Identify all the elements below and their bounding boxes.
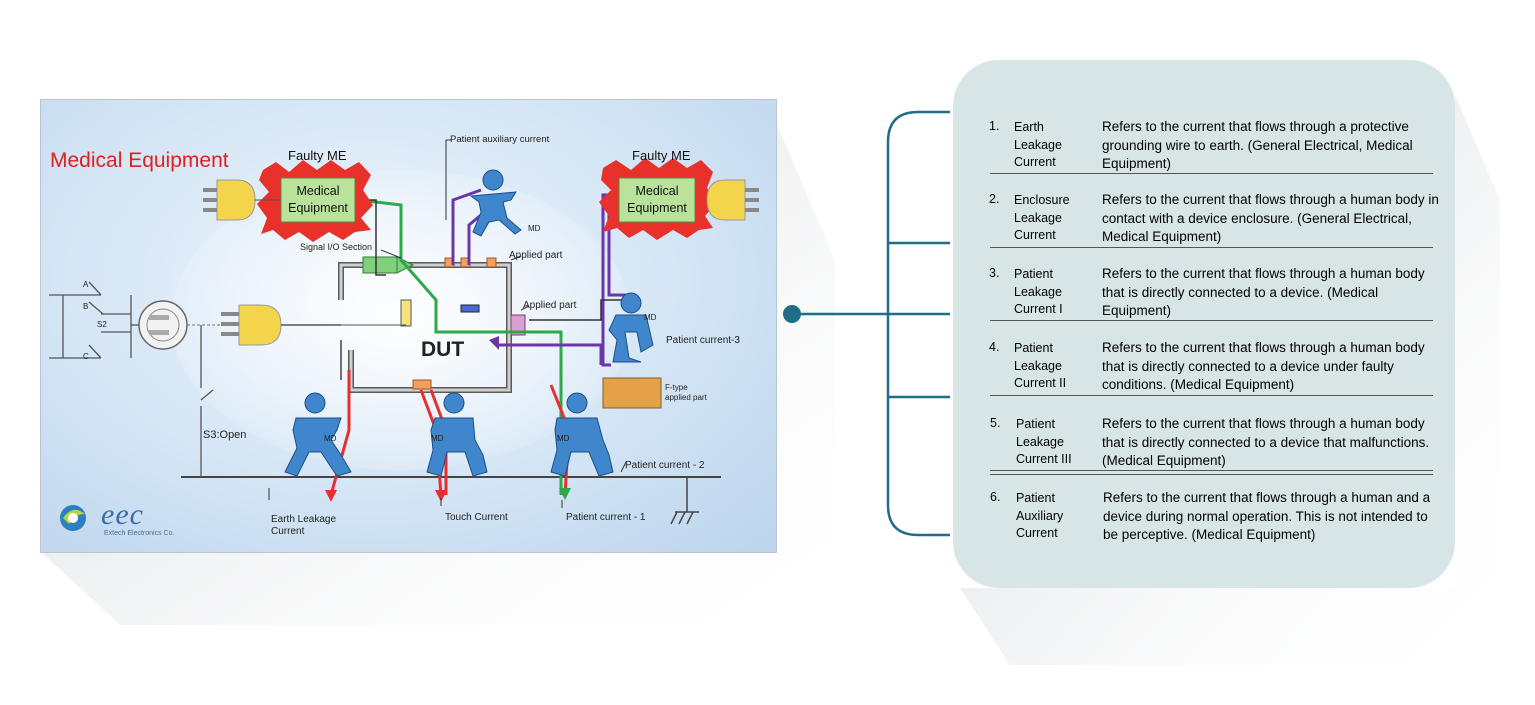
legend-number: 1. — [989, 119, 1000, 133]
md-label: MD — [557, 434, 570, 443]
legend-description: Refers to the current that flows through… — [1102, 340, 1425, 392]
dut-box — [291, 262, 512, 393]
person-figures — [284, 169, 654, 477]
legend-description: Refers to the current that flows through… — [1102, 416, 1430, 468]
md-label: MD — [528, 224, 541, 233]
f-type-block — [602, 377, 662, 409]
legend-connector — [783, 110, 950, 537]
leakage-diagram: Medical Equipment Faulty ME Faulty ME Me… — [40, 99, 777, 553]
md-label: MD — [431, 434, 444, 443]
legend-description: Refers to the current that flows through… — [1102, 266, 1425, 318]
touch-current-label: Touch Current — [445, 512, 508, 523]
applied-part-top-label: Applied part — [509, 250, 563, 261]
signal-io-label: Signal I/O Section — [300, 242, 373, 252]
legend-term: Patient Leakage Current I — [1014, 267, 1063, 316]
earth-leakage-label: Earth Leakage Current — [271, 514, 337, 537]
eec-logo-icon — [60, 505, 86, 531]
equipment-right-label: Medical Equipment — [627, 184, 687, 215]
applied-part-connectors — [412, 257, 526, 390]
patient-current-3-label: Patient current-3 — [666, 335, 740, 346]
md-label: MD — [324, 434, 337, 443]
patient-current-1-label: Patient current - 1 — [566, 512, 646, 523]
dut-label: DUT — [421, 338, 465, 361]
legend-divider — [990, 173, 1433, 174]
applied-part-mid-label: Applied part — [523, 300, 577, 311]
f-type-label: F-type applied part — [665, 383, 707, 402]
switch-c-label: C — [83, 352, 89, 361]
diagram-title: Medical Equipment — [50, 149, 229, 172]
legend-number: 4. — [989, 340, 1000, 354]
faulty-me-left-label: Faulty ME — [288, 148, 347, 163]
legend-divider — [990, 247, 1433, 248]
legend-description: Refers to the current that flows through… — [1103, 490, 1431, 542]
legend-term: Patient Auxiliary Current — [1016, 491, 1064, 540]
legend-number: 5. — [990, 416, 1001, 430]
legend-term: Enclosure Leakage Current — [1014, 193, 1070, 242]
legend-divider — [990, 474, 1433, 475]
legend-number: 2. — [989, 192, 1000, 206]
faulty-equipment-right — [599, 158, 759, 240]
diagram-drawing — [49, 139, 759, 531]
legend-divider — [990, 470, 1433, 471]
switch-s2-label: S2 — [97, 320, 107, 329]
faulty-equipment-left — [203, 160, 373, 242]
md-label: MD — [644, 313, 657, 322]
main-plug-icon — [221, 304, 282, 346]
equipment-left-label: Medical Equipment — [288, 184, 348, 215]
eec-logo-text: eec — [101, 498, 144, 531]
patient-aux-current-label: Patient auxiliary current — [450, 134, 550, 145]
switch-a-label: A — [83, 280, 89, 289]
green-wire — [358, 198, 563, 495]
connector-dot-icon — [783, 305, 801, 323]
legend-card — [953, 60, 1455, 588]
legend-number: 6. — [990, 490, 1001, 504]
socket-icon — [138, 300, 188, 350]
patient-current-2-label: Patient current - 2 — [625, 460, 705, 471]
eec-logo-subtitle: Extech Electronics Co. — [104, 530, 175, 537]
legend-term: Patient Leakage Current II — [1014, 341, 1067, 390]
legend-description: Refers to the current that flows through… — [1102, 192, 1439, 244]
switch-b-label: B — [83, 302, 89, 311]
supply-switches — [49, 281, 141, 359]
legend-term: Earth Leakage Current — [1014, 120, 1062, 169]
purple-wire-aux — [451, 188, 482, 265]
earth-symbol-icon — [670, 477, 699, 525]
legend-description: Refers to the current that flows through… — [1102, 119, 1413, 171]
legend-term: Patient Leakage Current III — [1016, 417, 1072, 466]
legend-divider — [990, 395, 1433, 396]
s3-switch — [200, 325, 214, 477]
purple-wire-dut — [496, 343, 603, 365]
legend-divider — [990, 320, 1433, 321]
current-arrows — [325, 336, 571, 502]
s3-open-label: S3:Open — [203, 429, 247, 441]
faulty-me-right-label: Faulty ME — [632, 148, 691, 163]
legend-number: 3. — [989, 266, 1000, 280]
